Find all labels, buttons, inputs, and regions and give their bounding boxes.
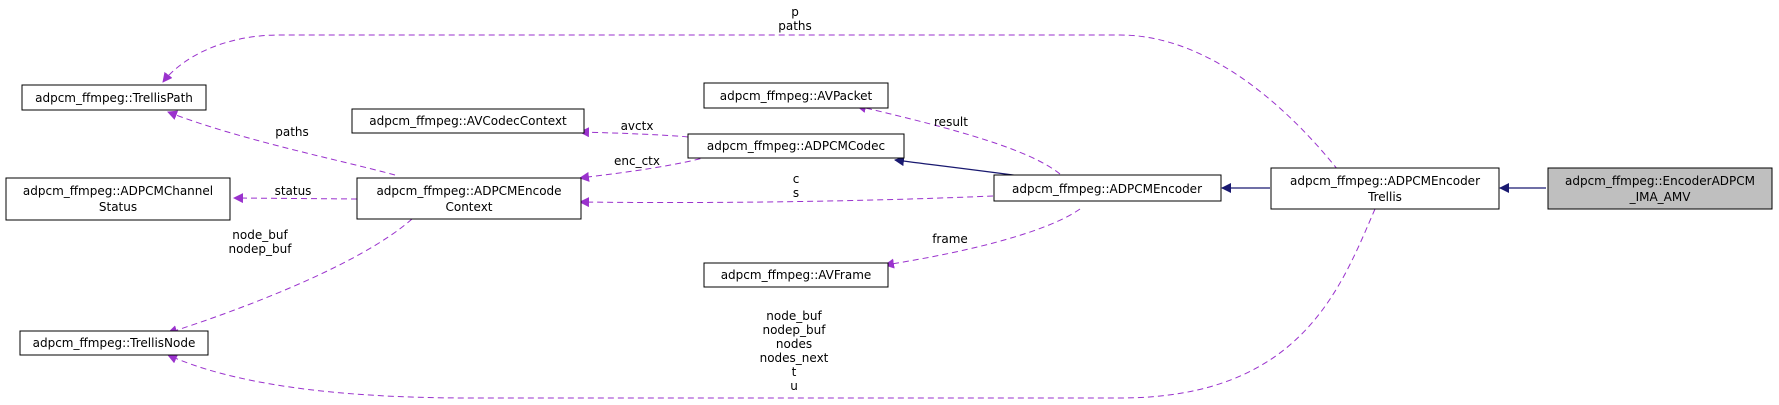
edge-label: p	[791, 5, 799, 19]
node-avframe[interactable]: adpcm_ffmpeg::AVFrame	[703, 262, 889, 288]
edge-codec-to-avctx: avctx	[579, 119, 689, 138]
node-avpacket[interactable]: adpcm_ffmpeg::AVPacket	[703, 82, 889, 109]
svg-text:nodes_next: nodes_next	[760, 351, 829, 365]
node-label: adpcm_ffmpeg::ADPCMEncoder	[1012, 182, 1202, 196]
edge-label: paths	[275, 125, 309, 139]
node-label: adpcm_ffmpeg::ADPCMChannel	[23, 184, 213, 198]
edge-label: s	[793, 186, 799, 200]
edge-encoder-to-context: c s	[579, 172, 994, 208]
node-adpcm-codec[interactable]: adpcm_ffmpeg::ADPCMCodec	[687, 133, 905, 159]
edge-context-to-path: paths	[167, 110, 396, 176]
svg-text:result: result	[934, 115, 968, 129]
node-label: Trellis	[1367, 190, 1402, 204]
node-label: adpcm_ffmpeg::EncoderADPCM	[1565, 174, 1755, 188]
node-label: adpcm_ffmpeg::TrellisNode	[33, 336, 196, 350]
edge-label: nodep_buf	[228, 242, 292, 256]
node-label: adpcm_ffmpeg::TrellisPath	[35, 91, 193, 105]
edge-label: avctx	[621, 119, 654, 133]
node-label: adpcm_ffmpeg::AVCodecContext	[369, 114, 567, 128]
svg-text:paths: paths	[275, 125, 309, 139]
node-adpcm-encoder[interactable]: adpcm_ffmpeg::ADPCMEncoder	[993, 174, 1222, 202]
edge-codec-to-context: enc_ctx	[579, 154, 711, 182]
node-label: adpcm_ffmpeg::ADPCMCodec	[707, 139, 885, 153]
svg-text:avctx: avctx	[621, 119, 654, 133]
edge-context-to-status: status	[233, 184, 358, 204]
edge-label: nodep_buf	[762, 323, 826, 337]
edge-label: paths	[778, 19, 812, 33]
node-trellis-path[interactable]: adpcm_ffmpeg::TrellisPath	[21, 84, 207, 111]
node-adpcm-encode-context[interactable]: adpcm_ffmpeg::ADPCMEncode Context	[356, 177, 582, 220]
node-adpcm-channel-status[interactable]: adpcm_ffmpeg::ADPCMChannel Status	[5, 177, 231, 221]
svg-text:p: p	[791, 5, 799, 19]
edge-label: node_buf	[232, 228, 288, 242]
edge-label: result	[934, 115, 968, 129]
edge-trellis-to-node: node_buf nodep_buf nodes nodes_next t u	[167, 208, 1376, 399]
edge-label: t	[792, 365, 797, 379]
edge-label: nodes	[776, 337, 812, 351]
edge-label: u	[790, 379, 798, 393]
svg-text:c: c	[793, 172, 800, 186]
svg-text:u: u	[790, 379, 798, 393]
svg-text:nodes: nodes	[776, 337, 812, 351]
svg-text:frame: frame	[932, 232, 968, 246]
node-label: _IMA_AMV	[1629, 190, 1692, 204]
edge-label: frame	[932, 232, 968, 246]
svg-text:node_buf: node_buf	[232, 228, 288, 242]
node-adpcm-encoder-trellis[interactable]: adpcm_ffmpeg::ADPCMEncoder Trellis	[1270, 167, 1500, 210]
node-label: Context	[445, 200, 492, 214]
edge-label: nodes_next	[760, 351, 829, 365]
svg-text:nodep_buf: nodep_buf	[762, 323, 826, 337]
edge-encoder-to-avframe: frame	[884, 208, 1081, 269]
svg-text:nodep_buf: nodep_buf	[228, 242, 292, 256]
node-trellis-node[interactable]: adpcm_ffmpeg::TrellisNode	[19, 330, 209, 356]
node-label: adpcm_ffmpeg::ADPCMEncoder	[1290, 174, 1480, 188]
edge-label: c	[793, 172, 800, 186]
svg-text:node_buf: node_buf	[766, 309, 822, 323]
svg-text:status: status	[275, 184, 312, 198]
edge-label: enc_ctx	[614, 154, 660, 168]
svg-text:t: t	[792, 365, 797, 379]
node-avcodec-context[interactable]: adpcm_ffmpeg::AVCodecContext	[351, 108, 585, 134]
edge-encoder-to-avpacket: result	[856, 103, 1061, 175]
edge-label: status	[275, 184, 312, 198]
node-label: adpcm_ffmpeg::ADPCMEncode	[376, 184, 561, 198]
node-encoder-adpcm-ima-amv[interactable]: adpcm_ffmpeg::EncoderADPCM _IMA_AMV	[1547, 167, 1773, 210]
node-label: adpcm_ffmpeg::AVFrame	[721, 268, 872, 282]
edge-trellis-to-path: p paths	[162, 5, 1339, 171]
svg-text:paths: paths	[778, 19, 812, 33]
svg-text:enc_ctx: enc_ctx	[614, 154, 660, 168]
edge-context-to-node: node_buf nodep_buf	[167, 218, 413, 336]
node-label: adpcm_ffmpeg::AVPacket	[720, 89, 873, 103]
node-label: Status	[99, 200, 137, 214]
edge-label: node_buf	[766, 309, 822, 323]
svg-text:s: s	[793, 186, 799, 200]
